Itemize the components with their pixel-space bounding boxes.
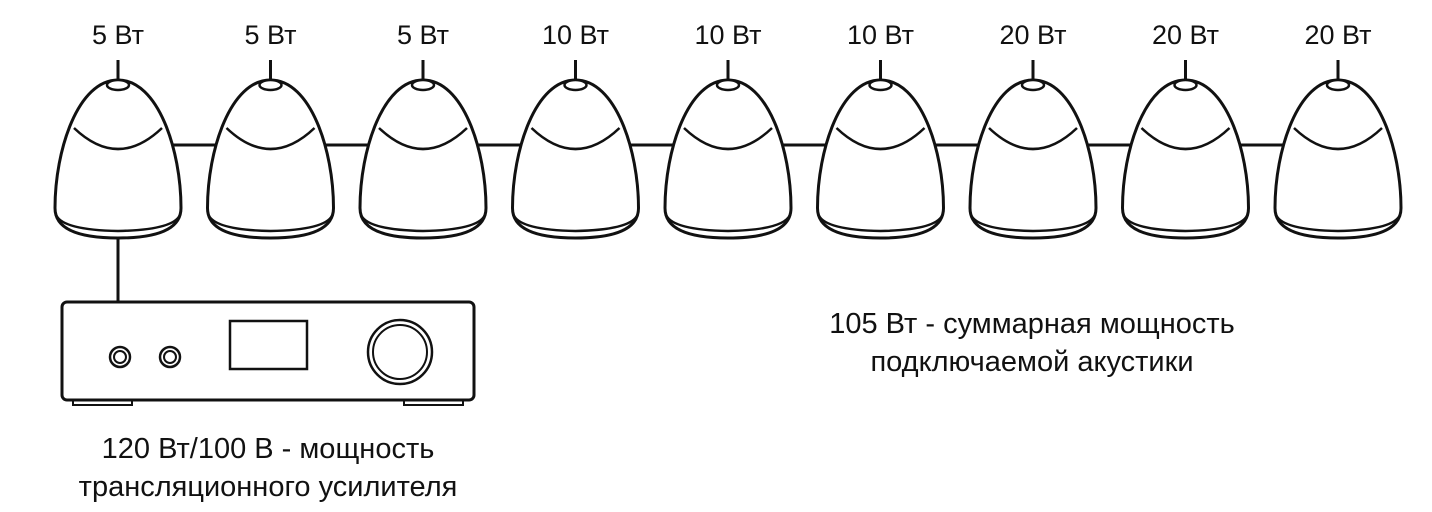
total-power-line1: 105 Вт - суммарная мощность	[829, 308, 1235, 340]
volume-knob-icon	[366, 318, 434, 386]
speakers-group	[53, 60, 1403, 240]
amplifier-power-line1: 120 Вт/100 В - мощность	[101, 433, 435, 465]
amplifier	[60, 300, 476, 406]
amplifier-power-line2: трансляционного усилителя	[78, 471, 458, 503]
input-jack-icon	[158, 345, 182, 369]
input-jack-inner	[163, 350, 177, 364]
speaker-icon	[663, 60, 793, 240]
amplifier-body	[60, 300, 476, 402]
amplifier-foot-left	[72, 399, 133, 406]
total-power-note: 105 Вт - суммарная мощность подключаемой…	[829, 305, 1235, 381]
speaker-power-label: 20 Вт	[1304, 20, 1372, 50]
volume-knob-inner	[372, 324, 428, 380]
input-jack-icon	[108, 345, 132, 369]
speaker-icon	[815, 60, 946, 240]
input-jack-inner	[113, 350, 127, 364]
speaker-power-label: 10 Вт	[541, 20, 610, 50]
amplifier-power-note: 120 Вт/100 В - мощность трансляционного …	[79, 430, 458, 506]
speaker-icon	[53, 60, 183, 240]
amplifier-display	[228, 319, 309, 371]
speaker-icon	[510, 60, 641, 240]
speaker-power-label: 5 Вт	[92, 20, 144, 50]
speaker-power-label: 20 Вт	[999, 20, 1067, 50]
speaker-icon	[1273, 60, 1403, 240]
speaker-power-label: 5 Вт	[397, 20, 449, 50]
speaker-power-label: 10 Вт	[694, 20, 762, 50]
speaker-icon	[358, 60, 488, 240]
amplifier-foot-right	[403, 399, 464, 406]
speaker-power-label: 20 Вт	[1151, 20, 1220, 50]
speaker-icon	[968, 60, 1098, 240]
speaker-icon	[1120, 60, 1251, 240]
speaker-icon	[205, 60, 336, 240]
speaker-power-label: 5 Вт	[244, 20, 297, 50]
speaker-power-label: 10 Вт	[846, 20, 915, 50]
total-power-line2: подключаемой акустики	[870, 346, 1194, 378]
